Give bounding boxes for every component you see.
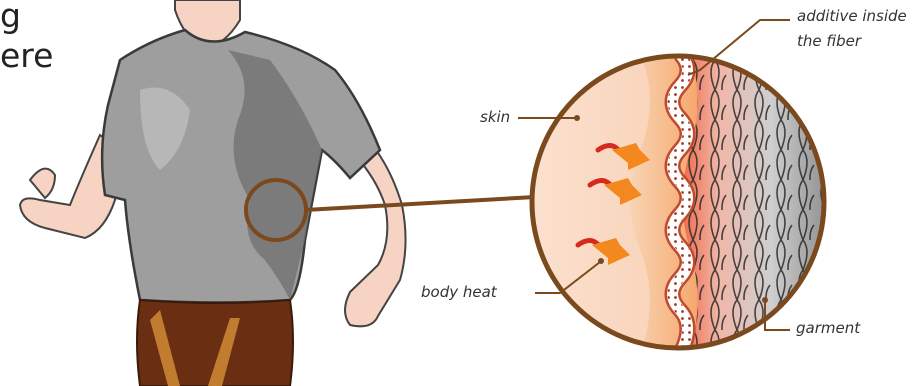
label-additive-line2: the fiber	[797, 32, 861, 50]
runner-figure	[20, 0, 406, 386]
left-thumb	[30, 169, 55, 198]
label-skin: skin	[480, 108, 510, 126]
label-garment: garment	[796, 319, 860, 337]
label-body-heat: body heat	[421, 283, 497, 301]
zoom-connector-line	[305, 197, 535, 210]
label-additive-line1: additive inside	[797, 7, 907, 25]
